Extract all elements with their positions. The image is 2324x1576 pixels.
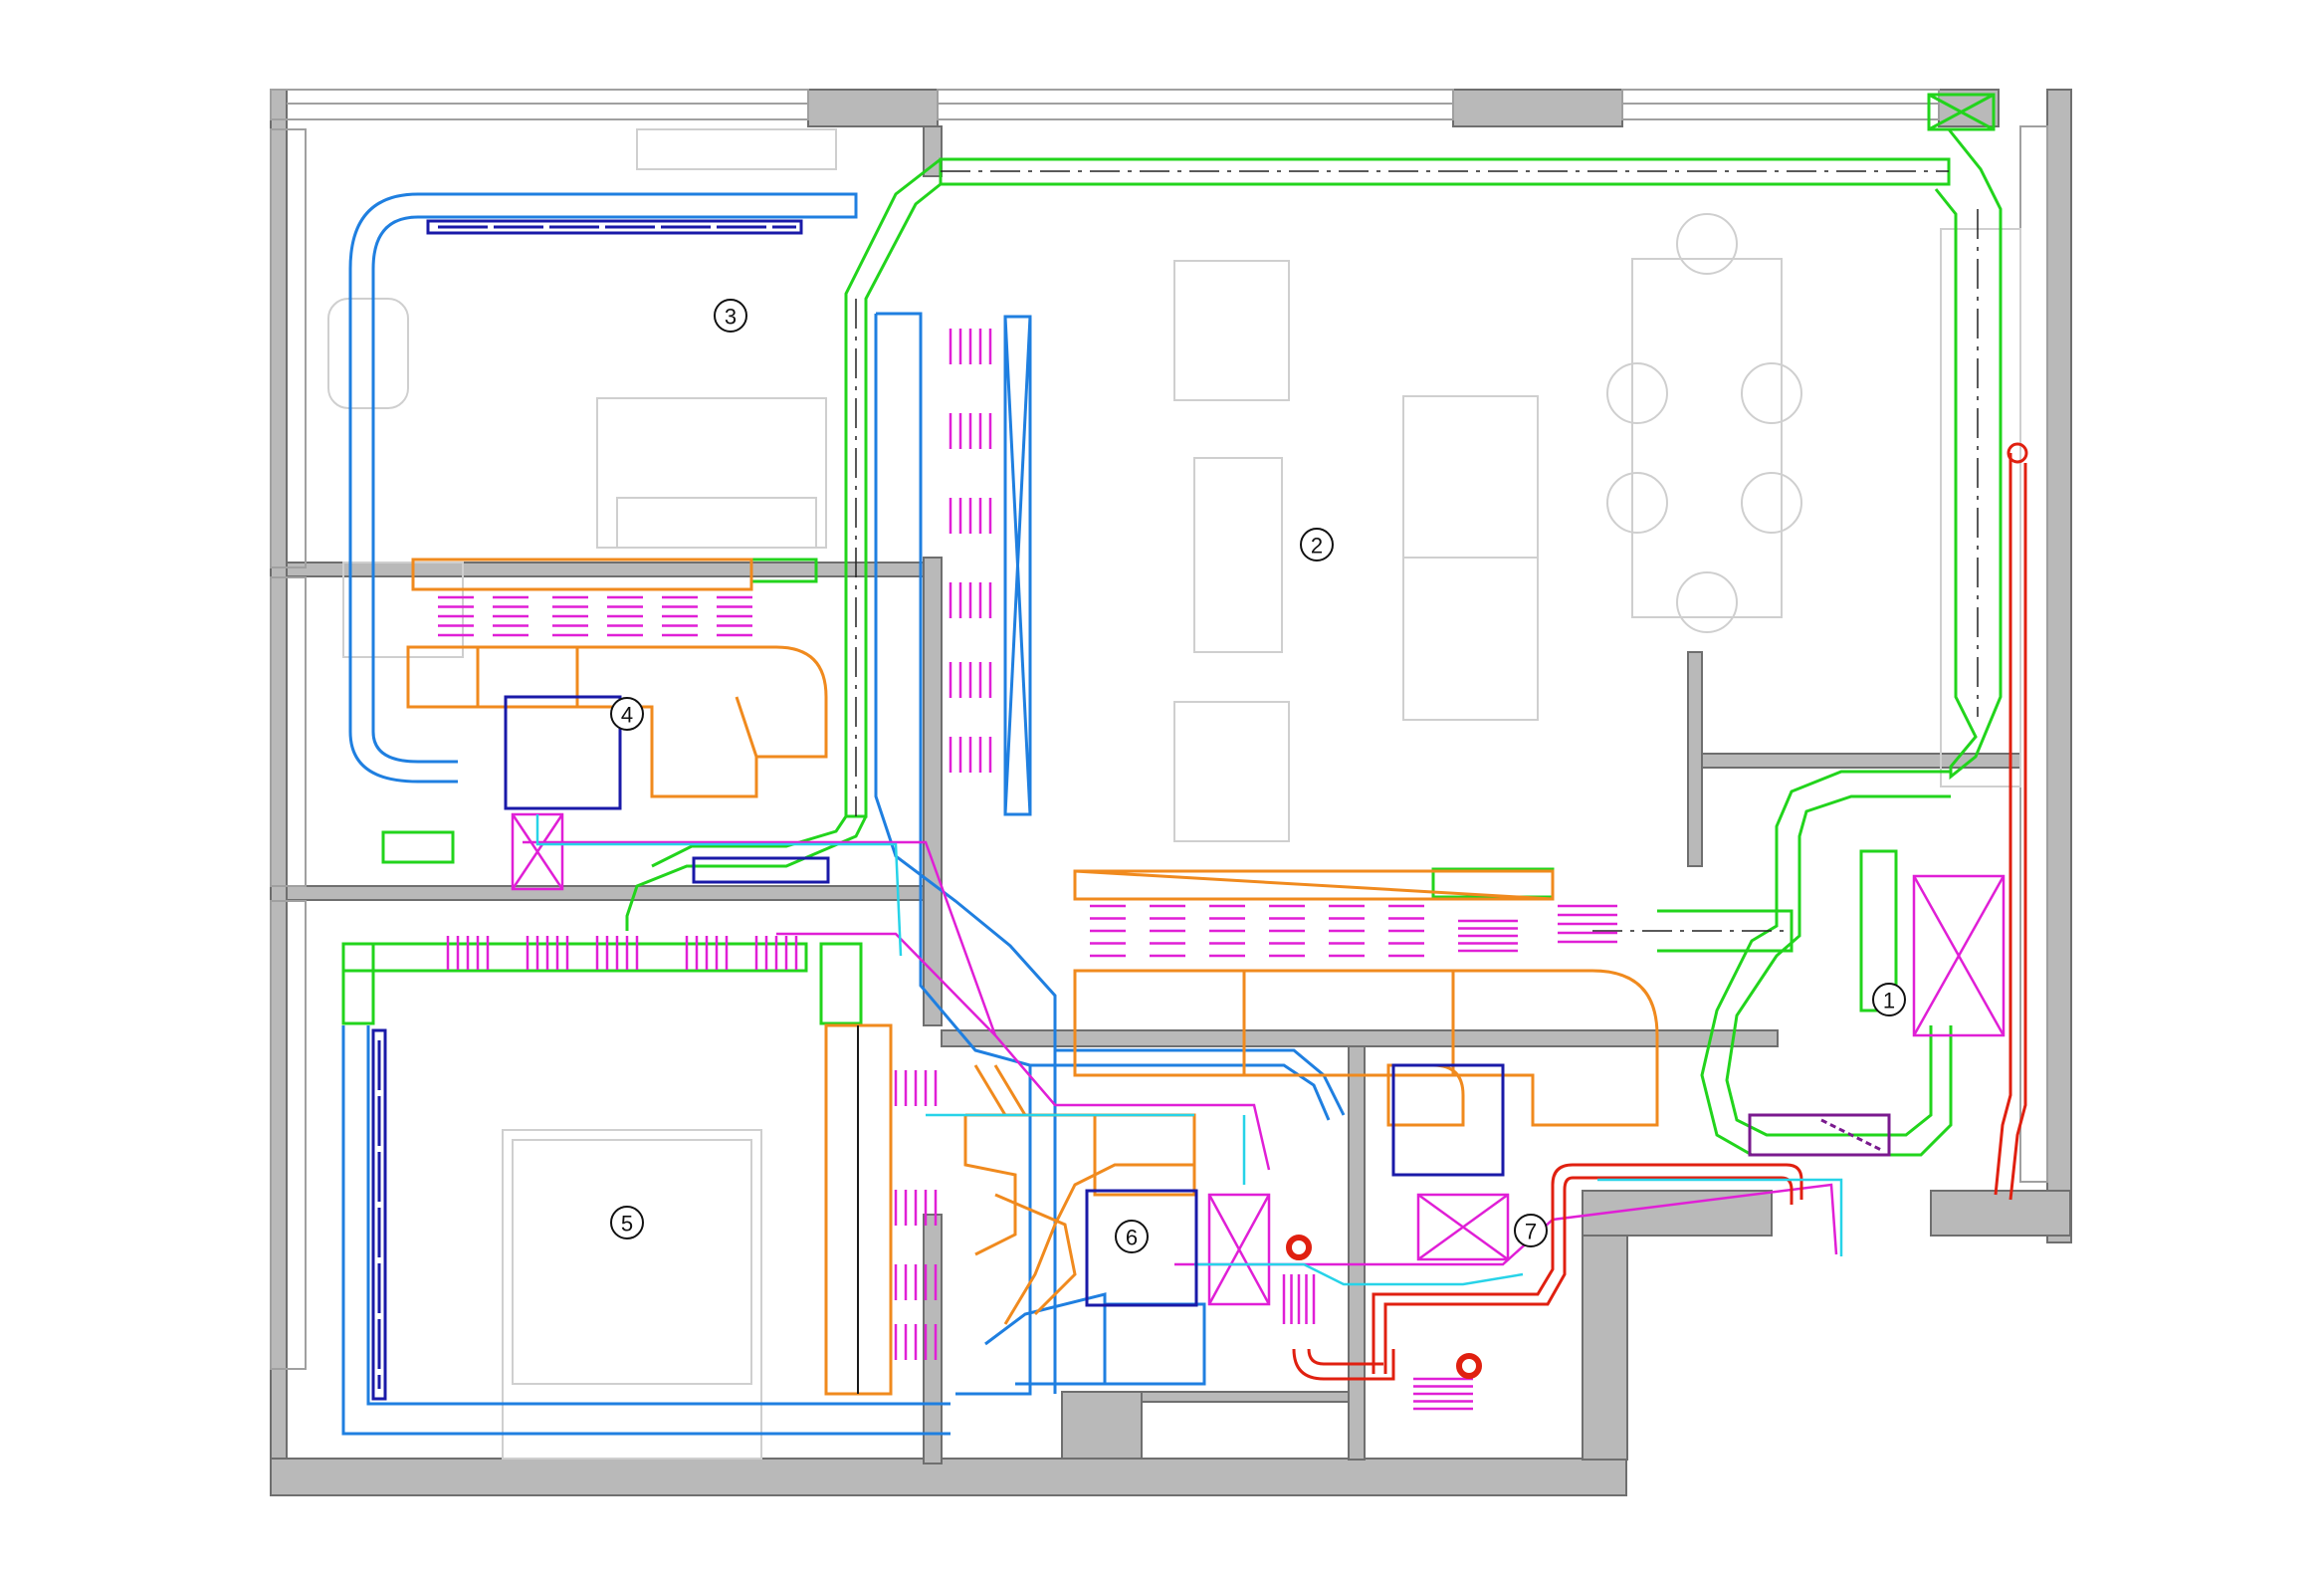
- room-labels: 1 2 3 4 5 6 7: [610, 299, 1906, 1253]
- circle-label-icon: [714, 299, 747, 333]
- diffuser-grille-icon: [949, 498, 992, 534]
- diffuser-grille-icon: [754, 936, 798, 970]
- diffuser-grille-icon: [607, 595, 643, 637]
- diffuser-grille-icon: [949, 737, 992, 773]
- diffuser-grille-icon: [717, 595, 752, 637]
- windows: [270, 89, 2048, 1370]
- unit-room-6: [1085, 1189, 1198, 1307]
- diffuser-grille-icon: [438, 595, 474, 637]
- room-number-label: 1: [1883, 989, 1895, 1013]
- diffuser-grille-icon: [493, 595, 528, 637]
- diffuser-grille-icon: [949, 329, 992, 364]
- room-number-label: 6: [1126, 1226, 1138, 1250]
- room-number-label: 4: [621, 703, 633, 728]
- circle-label-icon: [1300, 528, 1334, 562]
- diffuser-grille-icon: [446, 936, 490, 970]
- diffuser-grille-icon: [894, 1070, 938, 1106]
- diffuser-grille-icon: [1090, 904, 1126, 958]
- diffuser-grille-icon: [1413, 1377, 1473, 1411]
- cyan-pipes: [535, 814, 1843, 1286]
- blue-supply-duct: [341, 192, 1346, 1436]
- diffuser-grille-icon: [949, 582, 992, 618]
- unit-room-4-lower: [692, 856, 830, 884]
- diffuser-grille-icon: [526, 936, 569, 970]
- indoor-units: [504, 695, 1505, 1307]
- room-number-label: 5: [621, 1212, 633, 1237]
- red-pipes: [1286, 442, 2028, 1381]
- purple-unit: [1748, 1113, 1891, 1157]
- diffuser-grille-icon: [662, 595, 698, 637]
- magenta-diffusers: [438, 329, 2006, 1411]
- diffuser-grille-icon: [949, 413, 992, 449]
- furniture: [327, 128, 2021, 1460]
- diffuser-grille-icon: [1282, 1274, 1316, 1324]
- diffuser-grille-icon: [1458, 919, 1518, 953]
- diffuser-grille-icon: [1269, 904, 1305, 958]
- diffuser-grille-icon: [552, 595, 588, 637]
- circle-label-icon: [1872, 983, 1906, 1016]
- circle-label-icon: [610, 697, 644, 731]
- unit-room-4: [504, 695, 622, 810]
- circle-label-icon: [610, 1206, 644, 1239]
- diffuser-grille-icon: [949, 662, 992, 698]
- diffuser-grille-icon: [595, 936, 639, 970]
- diffuser-grille-icon: [894, 1190, 938, 1226]
- diffuser-grille-icon: [1329, 904, 1365, 958]
- diffuser-grille-icon: [894, 1264, 938, 1300]
- walls: [270, 89, 2072, 1496]
- diffuser-grille-icon: [894, 1324, 938, 1360]
- orange-exhaust-duct: [406, 558, 1659, 1396]
- diffuser-grille-icon: [1150, 904, 1185, 958]
- circle-label-icon: [1115, 1220, 1149, 1253]
- diffuser-grille-icon: [685, 936, 729, 970]
- room-number-label: 7: [1525, 1220, 1537, 1244]
- unit-room-7: [1391, 1063, 1505, 1177]
- green-supply-duct: [341, 93, 2003, 1157]
- diffuser-grille-icon: [1388, 904, 1424, 958]
- room-number-label: 3: [725, 305, 737, 330]
- circle-label-icon: [1514, 1214, 1548, 1247]
- diffuser-grille-icon: [1209, 904, 1245, 958]
- room-number-label: 2: [1311, 534, 1323, 559]
- diffuser-grille-icon: [1558, 904, 1617, 944]
